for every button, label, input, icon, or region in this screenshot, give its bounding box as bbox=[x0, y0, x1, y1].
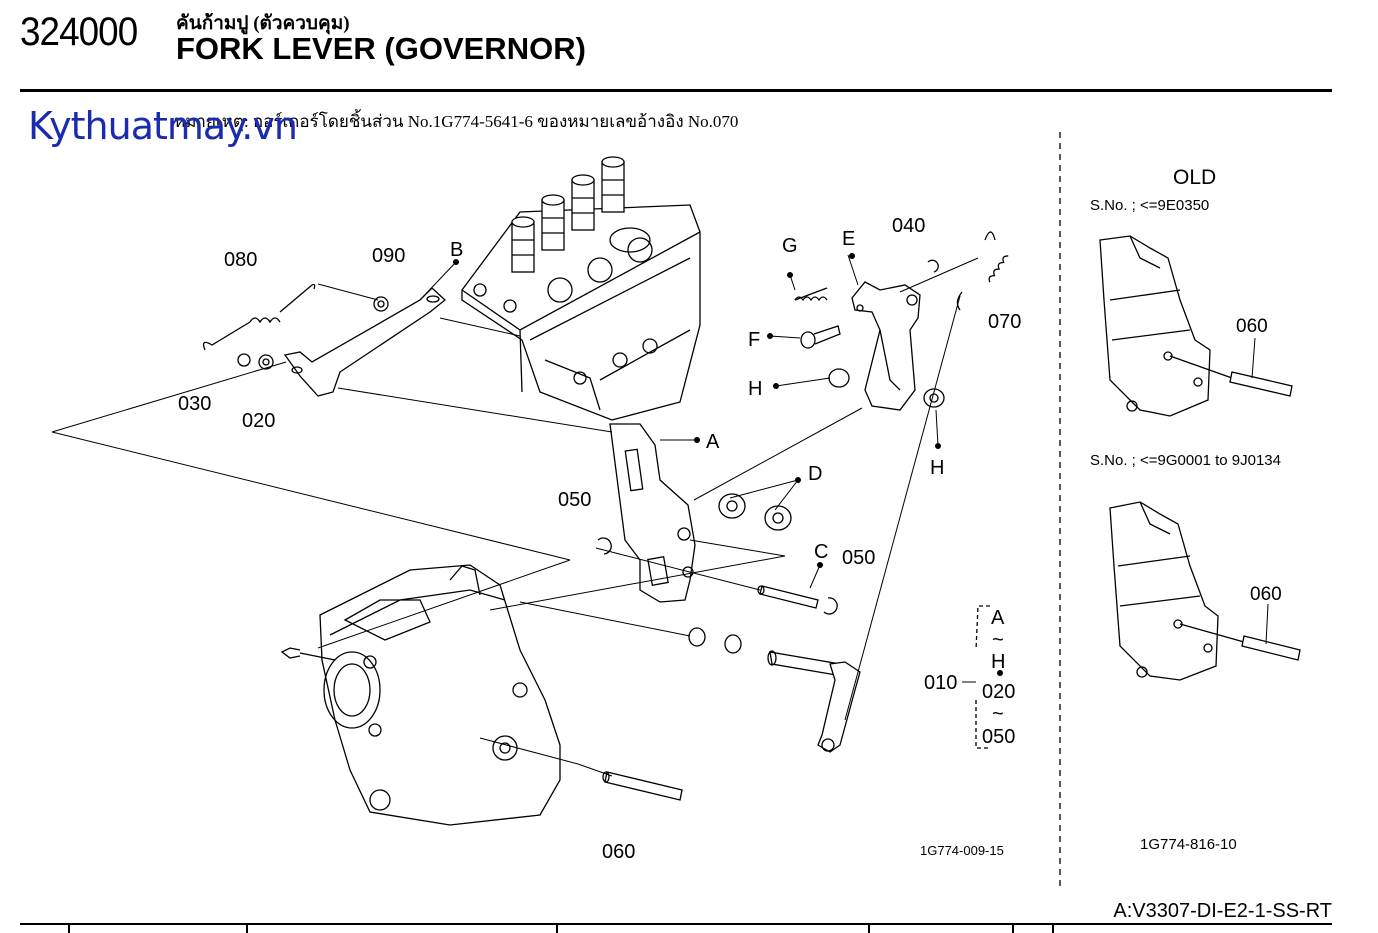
page-number: 324000 bbox=[20, 10, 138, 54]
footer-tick bbox=[556, 923, 558, 933]
governor-shaft-drawing bbox=[688, 627, 861, 753]
callout-d: D bbox=[808, 463, 822, 485]
pin-060-drawing bbox=[602, 771, 683, 801]
figure-code-old: 1G774-816-10 bbox=[1140, 836, 1237, 853]
model-code: A:V3307-DI-E2-1-SS-RT bbox=[1113, 900, 1332, 922]
callout-dots bbox=[453, 253, 1003, 676]
spring-080-drawing bbox=[202, 283, 316, 351]
old-serial-1: S.No. ; <=9E0350 bbox=[1090, 197, 1209, 214]
old-callout-060-2: 060 bbox=[1250, 584, 1282, 605]
callout-030: 030 bbox=[178, 393, 211, 415]
footer-tick bbox=[68, 923, 70, 933]
callout-g: G bbox=[782, 235, 798, 257]
page-title: FORK LEVER (GOVERNOR) bbox=[176, 31, 586, 66]
assembly-tilde-2: ~ bbox=[992, 703, 1004, 725]
clip-040-drawing bbox=[927, 259, 939, 273]
bushings-d-drawing bbox=[718, 493, 792, 531]
clip-050b-drawing bbox=[823, 597, 838, 615]
bushing-h-drawing bbox=[828, 368, 945, 408]
callout-070: 070 bbox=[988, 311, 1021, 333]
washer-030-drawing bbox=[237, 353, 251, 367]
assembly-tilde-1: ~ bbox=[992, 629, 1004, 651]
nut-090-drawing bbox=[373, 296, 389, 312]
pin-c-drawing bbox=[757, 585, 819, 609]
assembly-bracket bbox=[975, 605, 990, 749]
pin-f-drawing bbox=[800, 325, 841, 349]
callout-h-right: H bbox=[930, 457, 944, 479]
injection-pump-drawing bbox=[461, 156, 701, 421]
assembly-range-h: H bbox=[991, 651, 1005, 673]
gear-case-drawing bbox=[280, 564, 561, 826]
clip-050-drawing bbox=[597, 537, 612, 555]
lever-e-drawing bbox=[851, 281, 921, 411]
callout-c: C bbox=[814, 541, 828, 563]
washer-020-drawing bbox=[258, 354, 274, 370]
watermark: Kythuatmay.vn bbox=[28, 104, 298, 148]
header-divider bbox=[20, 89, 1332, 92]
callout-b: B bbox=[450, 239, 463, 261]
leader-lines bbox=[51, 257, 979, 777]
callout-050-left: 050 bbox=[558, 489, 591, 511]
old-panel-title: OLD bbox=[1173, 166, 1216, 189]
figure-code-main: 1G774-009-15 bbox=[920, 843, 1004, 858]
old-lever-1-drawing bbox=[1099, 235, 1293, 417]
old-lever-2-drawing bbox=[1109, 501, 1301, 681]
callout-f: F bbox=[748, 329, 760, 351]
footer-tick bbox=[1052, 923, 1054, 933]
footer-tick bbox=[246, 923, 248, 933]
order-note: หมายเหตุ: ออร์เดอร์โดยชิ้นส่วน No.1G774-… bbox=[174, 112, 739, 131]
callout-020: 020 bbox=[242, 410, 275, 432]
old-serial-2: S.No. ; <=9G0001 to 9J0134 bbox=[1090, 452, 1281, 469]
footer-divider bbox=[20, 923, 1332, 925]
assembly-range-a: A bbox=[991, 607, 1005, 629]
assembly-range-050: 050 bbox=[982, 726, 1015, 748]
page-title-thai: คันก้ามปู (ตัวควบคุม) bbox=[176, 13, 350, 34]
footer-tick bbox=[1012, 923, 1014, 933]
plate-a-drawing bbox=[609, 423, 696, 603]
old-callout-060-1: 060 bbox=[1236, 316, 1268, 337]
callout-040: 040 bbox=[892, 215, 925, 237]
footer-tick bbox=[868, 923, 870, 933]
callout-h-left: H bbox=[748, 378, 762, 400]
spring-070-drawing bbox=[956, 231, 1009, 311]
callout-a: A bbox=[706, 431, 720, 453]
callout-050-right: 050 bbox=[842, 547, 875, 569]
assembly-label-010: 010 bbox=[924, 672, 957, 694]
spring-g-drawing bbox=[794, 287, 828, 302]
assembly-range-020: 020 bbox=[982, 681, 1015, 703]
callout-e: E bbox=[842, 228, 855, 250]
callout-080: 080 bbox=[224, 249, 257, 271]
callout-090: 090 bbox=[372, 245, 405, 267]
lever-b-drawing bbox=[283, 287, 446, 397]
callout-060: 060 bbox=[602, 841, 635, 863]
